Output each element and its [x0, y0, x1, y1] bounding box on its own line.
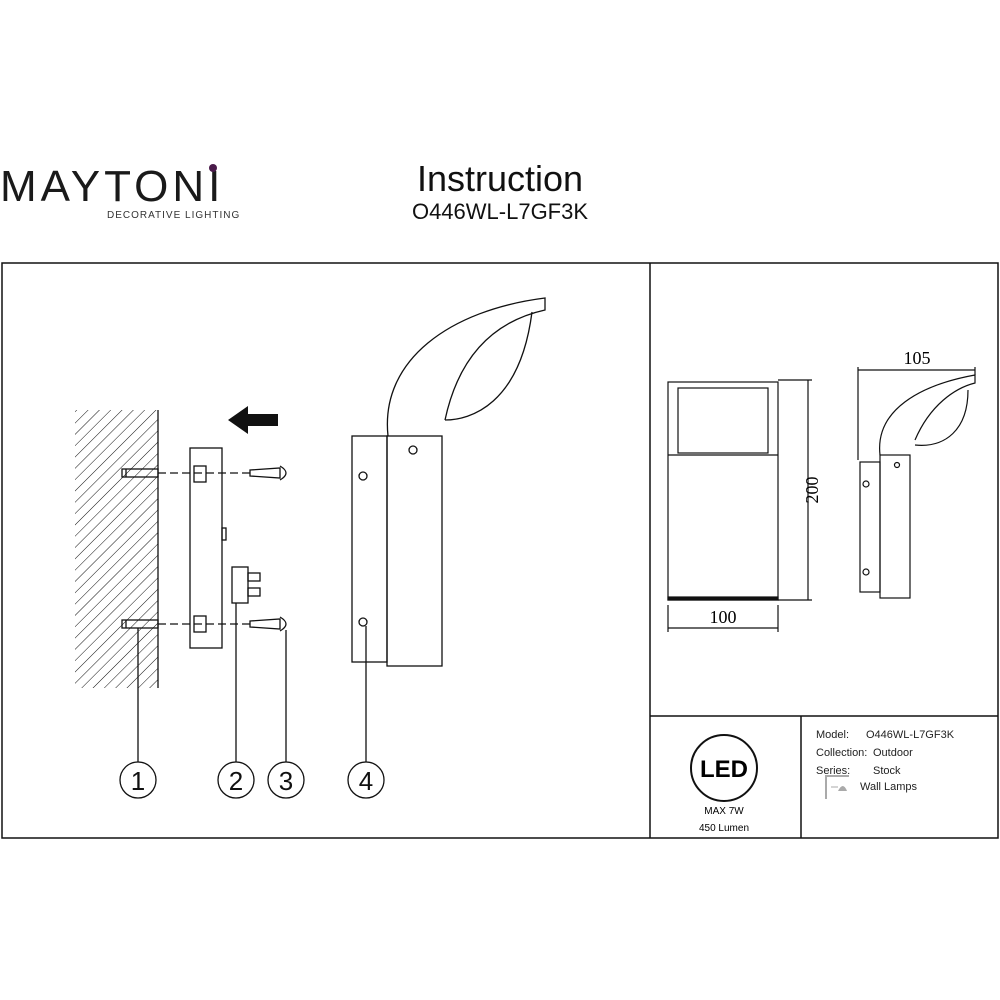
part-number-4: 4	[359, 766, 373, 796]
page-title: Instruction	[416, 158, 584, 199]
brand-tagline: DECORATIVE LIGHTING	[107, 210, 241, 221]
dimension-drawing	[667, 367, 976, 632]
model-value: O446WL-L7GF3K	[866, 729, 955, 741]
direction-arrow-icon	[228, 406, 278, 434]
lamp-base-plate	[351, 435, 388, 663]
max-power: MAX 7W	[704, 806, 744, 817]
dimension-width: 100	[710, 607, 737, 627]
collection-value: Outdoor	[873, 747, 913, 759]
model-code: O446WL-L7GF3K	[411, 199, 589, 224]
part-number-3: 3	[279, 766, 293, 796]
lamp-body	[386, 435, 443, 667]
dimension-height: 200	[802, 477, 822, 504]
lumen: 450 Lumen	[699, 823, 749, 834]
wall-lamp-icon	[825, 775, 849, 799]
series-label: Series:	[816, 765, 850, 777]
part-number-2: 2	[229, 766, 243, 796]
type-value: Wall Lamps	[860, 781, 918, 793]
lamp-arm	[386, 297, 546, 437]
wall	[75, 410, 158, 688]
brand-logo: MAYTONI	[0, 162, 225, 211]
front-view	[667, 381, 779, 601]
logo-dot	[209, 164, 217, 172]
collection-label: Collection:	[816, 747, 867, 759]
dimension-depth: 105	[904, 348, 931, 368]
led-badge-text: LED	[700, 756, 748, 783]
led-badge-icon	[690, 734, 758, 802]
frame	[1, 262, 999, 839]
screw	[249, 465, 287, 632]
part-number-1: 1	[131, 766, 145, 796]
mounting-bracket	[189, 447, 223, 649]
terminal-block	[231, 566, 249, 604]
installation-drawing	[75, 297, 546, 799]
series-value: Stock	[873, 765, 901, 777]
model-label: Model:	[816, 729, 849, 741]
